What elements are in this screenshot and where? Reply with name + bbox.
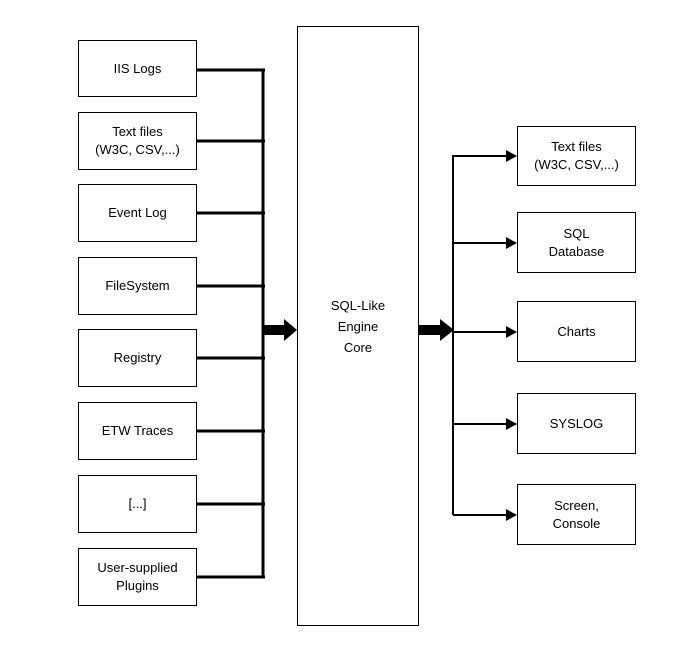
- input-label: User-supplied Plugins: [97, 560, 178, 593]
- input-box-other: [...]: [78, 475, 197, 533]
- output-connectors: [452, 155, 509, 516]
- output-box-sql-database: SQL Database: [517, 212, 636, 273]
- input-box-event-log: Event Log: [78, 184, 197, 242]
- input-box-registry: Registry: [78, 329, 197, 387]
- input-to-core-arrow: [263, 319, 297, 341]
- arrowhead: [506, 237, 517, 249]
- arrowhead: [506, 326, 517, 338]
- output-label: Text files (W3C, CSV,...): [534, 139, 619, 172]
- input-label: [...]: [128, 496, 147, 511]
- input-label: IIS Logs: [113, 60, 162, 76]
- output-arrowheads: [506, 150, 517, 521]
- output-box-syslog: SYSLOG: [517, 393, 636, 454]
- output-box-screen-console: Screen, Console: [517, 484, 636, 545]
- input-box-filesystem: FileSystem: [78, 257, 197, 315]
- arrowhead: [506, 150, 517, 162]
- input-box-iis-logs: IIS Logs: [78, 40, 197, 97]
- input-label: Event Log: [108, 205, 167, 220]
- output-label: Charts: [557, 323, 596, 339]
- input-label: ETW Traces: [101, 423, 174, 438]
- input-label: Text files (W3C, CSV,...): [95, 124, 180, 157]
- core-to-output-arrow: [419, 319, 454, 341]
- input-box-etw-traces: ETW Traces: [78, 402, 197, 460]
- output-box-charts: Charts: [517, 301, 636, 362]
- input-box-text-files: Text files (W3C, CSV,...): [78, 112, 197, 170]
- input-label: FileSystem: [105, 278, 170, 293]
- arrowhead: [506, 509, 517, 521]
- input-connectors: [197, 68, 265, 579]
- output-box-text-files: Text files (W3C, CSV,...): [517, 126, 636, 186]
- output-label: SYSLOG: [549, 415, 604, 431]
- output-label: Screen, Console: [552, 497, 601, 531]
- core-label: SQL-Like Engine Core: [330, 297, 386, 355]
- arrowhead: [506, 418, 517, 430]
- sql-engine-core-box: SQL-Like Engine Core: [297, 26, 419, 626]
- input-label: Registry: [113, 350, 162, 365]
- output-label: SQL Database: [548, 225, 605, 259]
- input-box-user-plugins: User-supplied Plugins: [78, 548, 197, 606]
